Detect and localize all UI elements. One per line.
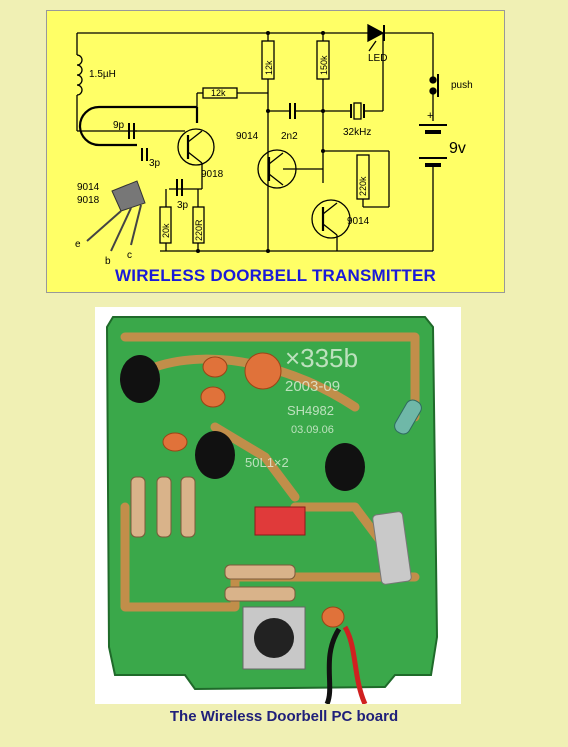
pin-e-lead [86, 210, 122, 242]
junction-dot [266, 249, 270, 253]
label-c-2n2: 2n2 [281, 131, 298, 142]
junction-dot [321, 109, 325, 113]
q3-emitter [322, 223, 338, 236]
transistor-photo-2 [195, 431, 235, 479]
label-push: push [451, 80, 473, 91]
label-crystal: 32kHz [343, 127, 371, 138]
capacitor-photo-5 [321, 606, 345, 628]
photo-caption: The Wireless Doorbell PC board [169, 708, 399, 725]
capacitor-photo-4 [162, 432, 188, 452]
label-q2-type: 9018 [201, 169, 224, 180]
q1-emitter [268, 173, 284, 186]
q3-collector [322, 202, 338, 215]
label-r-12k-top: 12k [264, 60, 274, 75]
label-pinout-9014: 9014 [77, 182, 100, 193]
pcb-code: SH4982 [287, 403, 334, 418]
trace-top [120, 332, 420, 422]
battery-wire-black [324, 627, 342, 704]
led-arrow [368, 40, 377, 52]
label-r-20k: 20k [161, 223, 171, 238]
battery-wire-red [342, 625, 368, 704]
trace-left-mid [210, 422, 300, 502]
label-r-12k-mid: 12k [211, 88, 226, 98]
resistor-photo-4 [224, 564, 296, 580]
pin-b-lead [110, 207, 132, 252]
transistor-body [111, 180, 146, 212]
pcb-part-no: ×335b [285, 343, 358, 373]
capacitor-photo-red [254, 506, 306, 536]
label-c-3p-b: 3p [177, 200, 189, 211]
push-button-cap [254, 618, 294, 658]
capacitor-photo-1 [202, 356, 228, 378]
pcb-illustration: ×335b 2003-09 SH4982 03.09.06 50L1×2 [105, 316, 439, 704]
label-r-220r: 220R [194, 219, 204, 241]
q1-collector [268, 152, 284, 165]
transistor-q2 [177, 128, 215, 166]
resistor-photo-2 [156, 476, 172, 538]
q2-collector [187, 130, 203, 143]
push-contact-bottom [429, 87, 437, 95]
junction-dot [321, 31, 325, 35]
capacitor-photo-3 [200, 386, 226, 408]
label-q1-type: 9014 [236, 131, 259, 142]
pin-c-lead [130, 204, 142, 246]
label-led: LED [368, 53, 387, 64]
crystal-body [353, 102, 362, 120]
crystal-photo [372, 511, 412, 585]
pcb-net: 50L1×2 [245, 455, 289, 470]
junction-dot [266, 31, 270, 35]
led-photo [394, 399, 422, 435]
led-symbol [367, 23, 385, 43]
junction-dot [266, 109, 270, 113]
push-contact-top [429, 76, 437, 84]
pcb-date2: 03.09.06 [291, 424, 334, 436]
label-battery: 9v [449, 140, 466, 157]
transistor-pinout [86, 180, 146, 252]
junction-dot [196, 249, 200, 253]
resistor-photo-5 [224, 586, 296, 602]
antenna-loop [78, 105, 197, 147]
schematic-diagram: 1.5µH 12k 150k LED push 12k 9p 9014 2n2 … [75, 23, 473, 267]
label-pin-b: b [105, 256, 111, 267]
label-inductor: 1.5µH [89, 69, 116, 80]
pcb-date: 2003-09 [285, 378, 340, 395]
capacitor-photo-2 [244, 352, 282, 390]
label-q3-type: 9014 [347, 216, 370, 227]
label-c-3p-a: 3p [149, 158, 161, 169]
schematic-title: WIRELESS DOORBELL TRANSMITTER [115, 266, 436, 285]
label-pin-c: c [127, 250, 132, 261]
transistor-photo-3 [325, 443, 365, 491]
inductor-coil [76, 54, 83, 96]
label-c-9p: 9p [113, 120, 125, 131]
transistor-q3 [311, 199, 351, 239]
trace-lower [120, 502, 420, 612]
q2-emitter [187, 151, 203, 164]
resistor-photo-3 [180, 476, 196, 538]
transistor-photo-1 [120, 355, 160, 403]
label-r-150k: 150k [319, 55, 329, 75]
junction-dot [321, 149, 325, 153]
label-pin-e: e [75, 239, 81, 250]
resistor-photo-1 [130, 476, 146, 538]
label-plus: + [427, 110, 433, 122]
label-pinout-9018: 9018 [77, 195, 100, 206]
schematic-panel: 1.5µH 12k 150k LED push 12k 9p 9014 2n2 … [46, 10, 505, 293]
label-r-220k: 220k [358, 176, 368, 196]
pcb-photo: ×335b 2003-09 SH4982 03.09.06 50L1×2 [95, 307, 461, 704]
